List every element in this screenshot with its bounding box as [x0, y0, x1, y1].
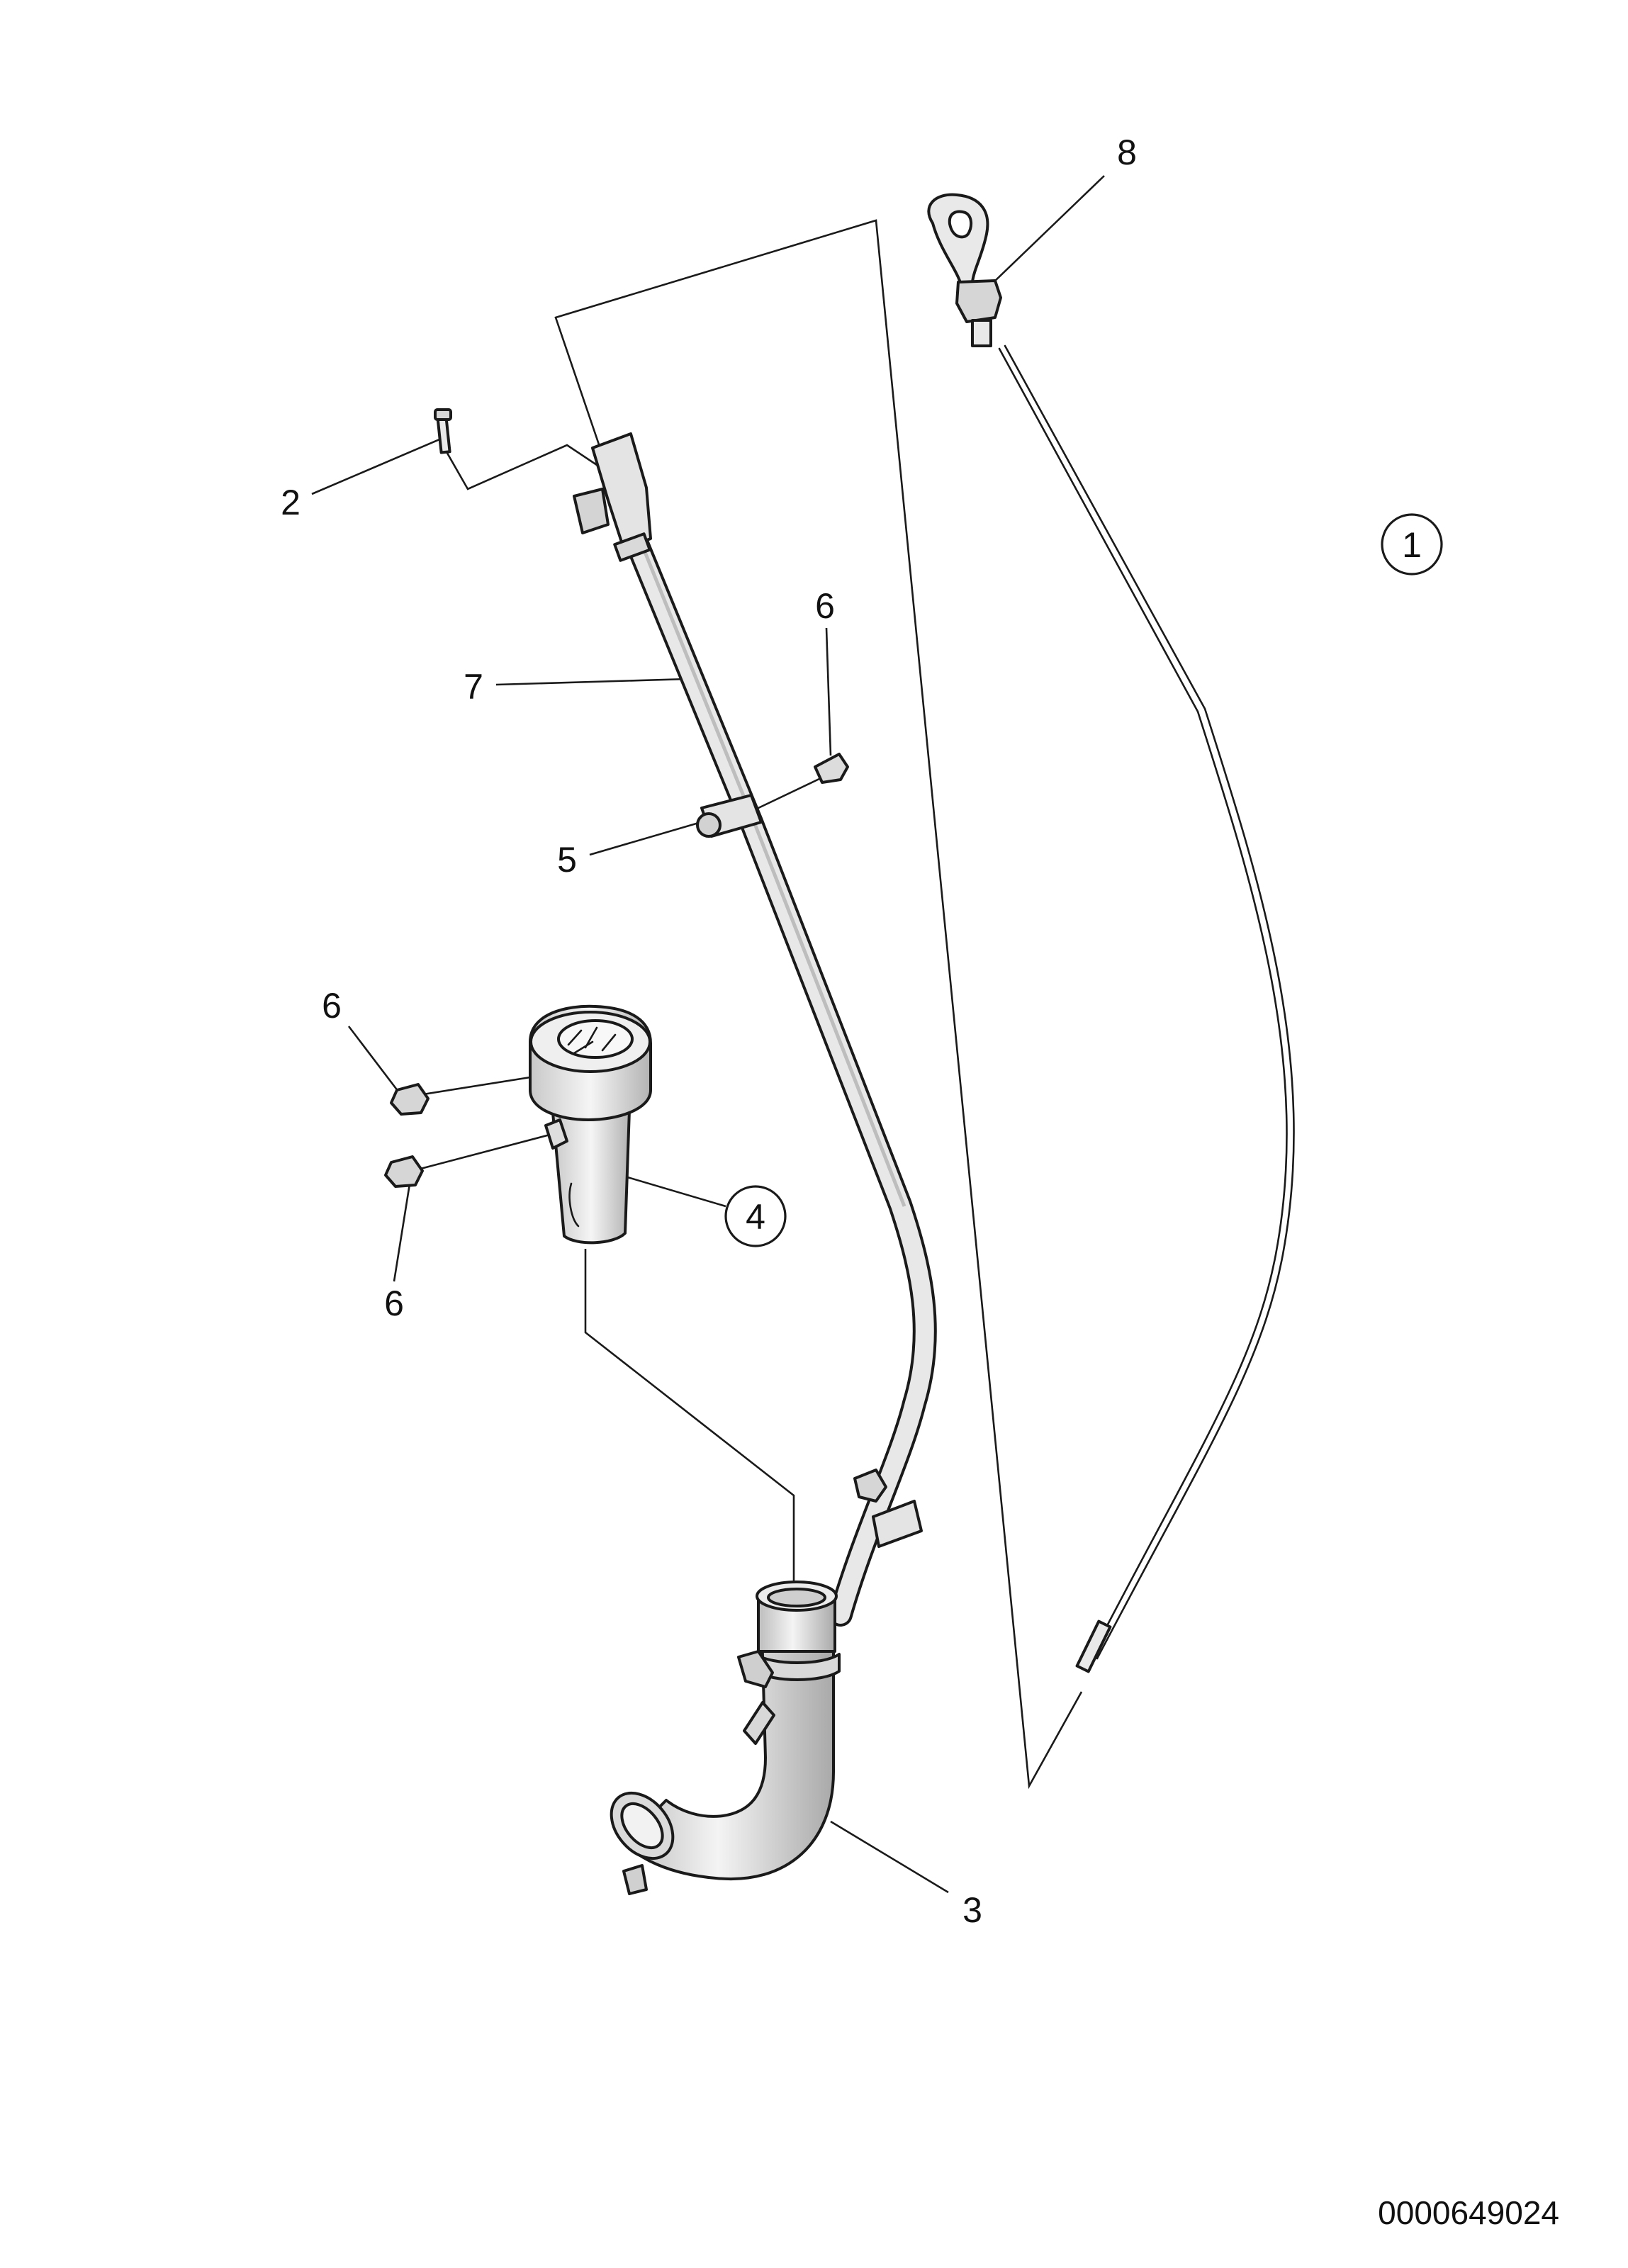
cap-bolt-line-lower — [411, 1134, 549, 1172]
filler-cap — [384, 1004, 652, 1245]
callout-7: 7 — [464, 667, 483, 707]
clamp-bolt-hole — [696, 812, 722, 838]
leader-4-to-3 — [584, 1249, 795, 1623]
callout-3: 3 — [962, 1890, 982, 1930]
callout-5: 5 — [557, 840, 577, 880]
pipe-hose-clamp — [754, 1653, 841, 1681]
bracket-line — [554, 219, 1083, 1790]
pipe-collar-opening — [767, 1588, 826, 1607]
callout-circle-1 — [1381, 513, 1443, 576]
dipstick-tip — [1075, 1619, 1112, 1673]
clamp-lower-body — [872, 1500, 923, 1548]
dipstick — [927, 193, 1295, 1673]
bolt-upper — [814, 753, 849, 784]
callout-6-upper: 6 — [815, 586, 835, 626]
clamp-bolt-line — [757, 777, 822, 809]
leader-6-lower — [393, 1174, 412, 1282]
pin-head — [434, 408, 452, 421]
clamp-upper — [696, 753, 849, 838]
clamp-lower — [853, 1469, 923, 1548]
figure-number: 0000649024 — [1378, 2194, 1559, 2231]
cap-neck — [551, 1108, 631, 1245]
bolt-lower-tube — [853, 1469, 887, 1503]
pin-shank — [436, 415, 451, 454]
callout-4: 4 — [746, 1197, 765, 1237]
leader-lines — [311, 175, 1105, 1894]
guide-tube — [573, 432, 937, 1627]
leader-4 — [624, 1175, 726, 1208]
tube-top-fitting — [591, 432, 652, 550]
leader-7 — [495, 678, 688, 686]
dipstick-ring — [927, 193, 989, 286]
bolt-cap-lower — [384, 1155, 424, 1188]
callout-8: 8 — [1117, 133, 1137, 172]
callout-1: 1 — [1402, 525, 1422, 565]
guide-tube-fill — [629, 537, 934, 1624]
leader-2 — [311, 438, 602, 495]
callout-6-lower: 6 — [384, 1284, 404, 1323]
cap-top-markings — [567, 1026, 617, 1055]
bolt-cap-upper — [390, 1083, 430, 1116]
guide-tube-body — [626, 534, 937, 1627]
leader-3 — [830, 1820, 949, 1894]
pipe-clamp-screw — [737, 1650, 774, 1688]
callout-circle-4 — [724, 1185, 787, 1247]
callouts: 1 2 3 4 5 6 6 6 7 8 — [281, 133, 1443, 1930]
leader-6-upper — [825, 627, 832, 756]
pipe-end-tab — [622, 1864, 648, 1895]
cap-bracket — [544, 1118, 568, 1150]
guide-tube-highlight — [641, 548, 906, 1207]
dipstick-collar — [971, 319, 992, 347]
callout-6-left: 6 — [322, 986, 342, 1026]
pipe-end-opening — [620, 1802, 664, 1849]
cap-top-label-area — [557, 1019, 634, 1059]
tube-top-ring — [613, 532, 651, 562]
dipstick-blade — [1004, 344, 1295, 1660]
pipe-stub — [743, 1701, 775, 1745]
tube-top-tab — [573, 488, 610, 534]
callout-2: 2 — [281, 483, 301, 522]
pin — [434, 408, 452, 454]
leader-8 — [992, 175, 1105, 284]
filler-pipe — [610, 1581, 841, 1895]
dipstick-blade-edge — [998, 347, 1288, 1657]
cap-neck-shadow — [568, 1182, 580, 1228]
leader-6-left — [347, 1026, 404, 1098]
leader-5 — [589, 819, 707, 856]
dipstick-grommet — [955, 279, 1002, 323]
